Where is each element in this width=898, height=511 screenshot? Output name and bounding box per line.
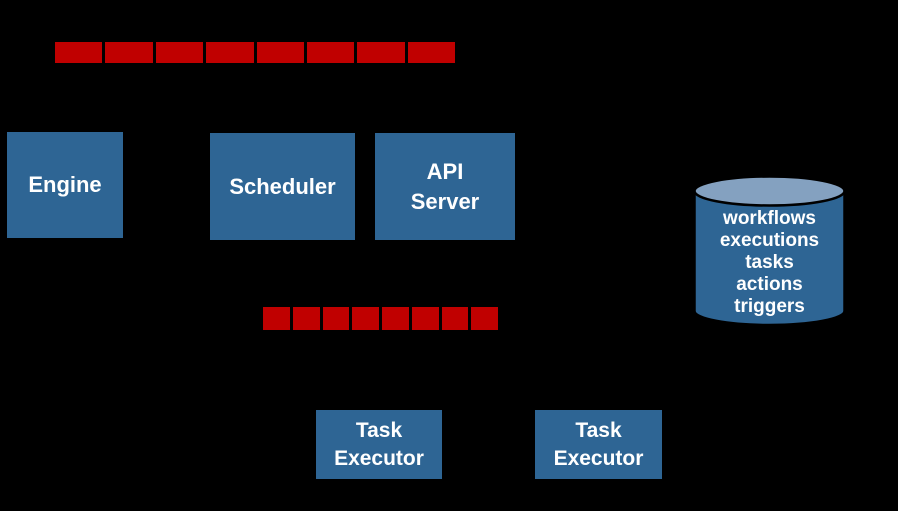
message-queue-top [55, 42, 455, 63]
database-item: tasks [745, 252, 794, 273]
cylinder-body-shape [693, 189, 846, 327]
node-task-executor-1: Task Executor [316, 410, 442, 479]
queue-segment [411, 307, 439, 330]
queue-segment [382, 307, 409, 330]
message-queue-bottom [263, 307, 498, 330]
queue-segment [105, 42, 153, 63]
database-item-list: workflows executions tasks actions trigg… [693, 208, 846, 318]
queue-segment [407, 42, 455, 63]
node-scheduler: Scheduler [210, 133, 355, 240]
node-task-executor-2: Task Executor [535, 410, 662, 479]
queue-segment [306, 42, 355, 63]
queue-segment [471, 307, 498, 330]
database-item: workflows [723, 208, 816, 229]
queue-segment [263, 307, 290, 330]
node-api-server: API Server [375, 133, 515, 240]
cylinder-top-shape [693, 175, 846, 207]
database-item: executions [719, 230, 820, 251]
node-task-executor-2-label: Task Executor [553, 419, 644, 470]
node-task-executor-1-label: Task Executor [334, 419, 424, 470]
queue-segment [206, 42, 254, 63]
database-cylinder-shape [693, 175, 846, 327]
queue-segment [352, 307, 379, 330]
queue-segment [322, 307, 350, 330]
queue-segment [256, 42, 304, 63]
database-item: actions [736, 274, 803, 295]
node-scheduler-label: Scheduler [229, 173, 336, 199]
queue-segment [292, 307, 320, 330]
queue-segment [155, 42, 204, 63]
node-api-server-label: API Server [410, 159, 480, 214]
node-engine: Engine [7, 132, 123, 238]
database-cylinder: workflows executions tasks actions trigg… [693, 175, 846, 327]
database-item: triggers [734, 296, 805, 317]
queue-segment [55, 42, 103, 63]
node-engine-label: Engine [28, 172, 102, 198]
queue-segment [441, 307, 469, 330]
queue-segment [357, 42, 405, 63]
